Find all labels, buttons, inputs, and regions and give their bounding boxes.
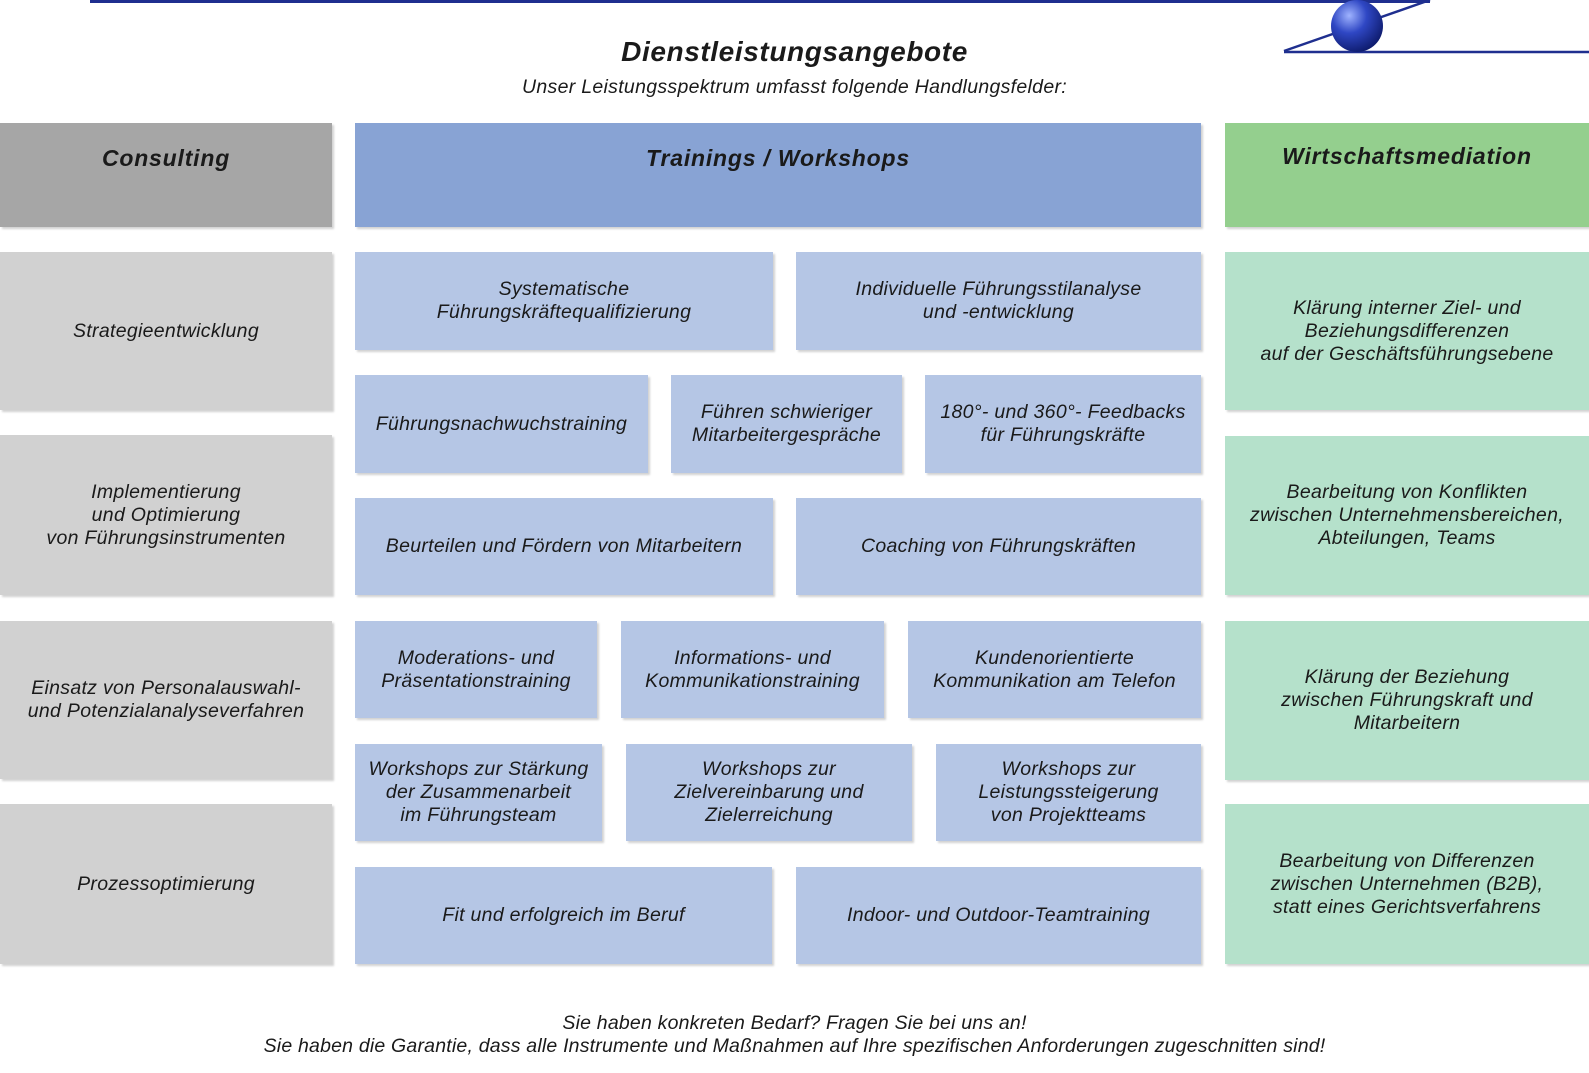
footer-line-1: Sie haben konkreten Bedarf? Fragen Sie b…	[562, 1012, 1027, 1034]
mediation-item: Bearbeitung von Konflikten zwischen Unte…	[1225, 436, 1589, 595]
header-trainings-workshops: Trainings / Workshops	[355, 123, 1201, 227]
mediation-item: Bearbeitung von Differenzen zwischen Unt…	[1225, 804, 1589, 964]
training-item: Workshops zur Stärkung der Zusammenarbei…	[355, 744, 602, 841]
globe-sphere-icon	[1283, 0, 1589, 54]
consulting-item: Einsatz von Personalauswahl- und Potenzi…	[0, 621, 332, 779]
top-rule	[90, 0, 1430, 3]
training-item: Coaching von Führungskräften	[796, 498, 1201, 595]
training-item: Beurteilen und Fördern von Mitarbeitern	[355, 498, 773, 595]
training-item: Fit und erfolgreich im Beruf	[355, 867, 772, 964]
page-title: Dienstleistungsangebote	[621, 36, 968, 67]
training-item: Workshops zur Leistungssteigerung von Pr…	[936, 744, 1201, 841]
footer-text: Sie haben konkreten Bedarf? Fragen Sie b…	[0, 1012, 1589, 1058]
training-item: Kundenorientierte Kommunikation am Telef…	[908, 621, 1201, 718]
training-item: Workshops zur Zielvereinbarung und Ziele…	[626, 744, 912, 841]
header-consulting: Consulting	[0, 123, 332, 227]
training-item: Führen schwieriger Mitarbeitergespräche	[671, 375, 902, 473]
page-subtitle: Unser Leistungsspektrum umfasst folgende…	[522, 76, 1067, 98]
consulting-item: Implementierung und Optimierung von Führ…	[0, 435, 332, 595]
footer-line-2: Sie haben die Garantie, dass alle Instru…	[263, 1035, 1326, 1057]
consulting-item: Strategieentwicklung	[0, 252, 332, 410]
training-item: Systematische Führungskräftequalifizieru…	[355, 252, 773, 350]
header-wirtschaftsmediation: Wirtschaftsmediation	[1225, 123, 1589, 227]
training-item: Individuelle Führungsstilanalyse und -en…	[796, 252, 1201, 350]
training-item: Moderations- und Präsentationstraining	[355, 621, 597, 718]
mediation-item: Klärung interner Ziel- und Beziehungsdif…	[1225, 252, 1589, 410]
training-item: 180°- und 360°- Feedbacks für Führungskr…	[925, 375, 1201, 473]
training-item: Informations- und Kommunikationstraining	[621, 621, 884, 718]
mediation-item: Klärung der Beziehung zwischen Führungsk…	[1225, 621, 1589, 780]
consulting-item: Prozessoptimierung	[0, 804, 332, 964]
training-item: Führungsnachwuchstraining	[355, 375, 648, 473]
training-item: Indoor- und Outdoor-Teamtraining	[796, 867, 1201, 964]
